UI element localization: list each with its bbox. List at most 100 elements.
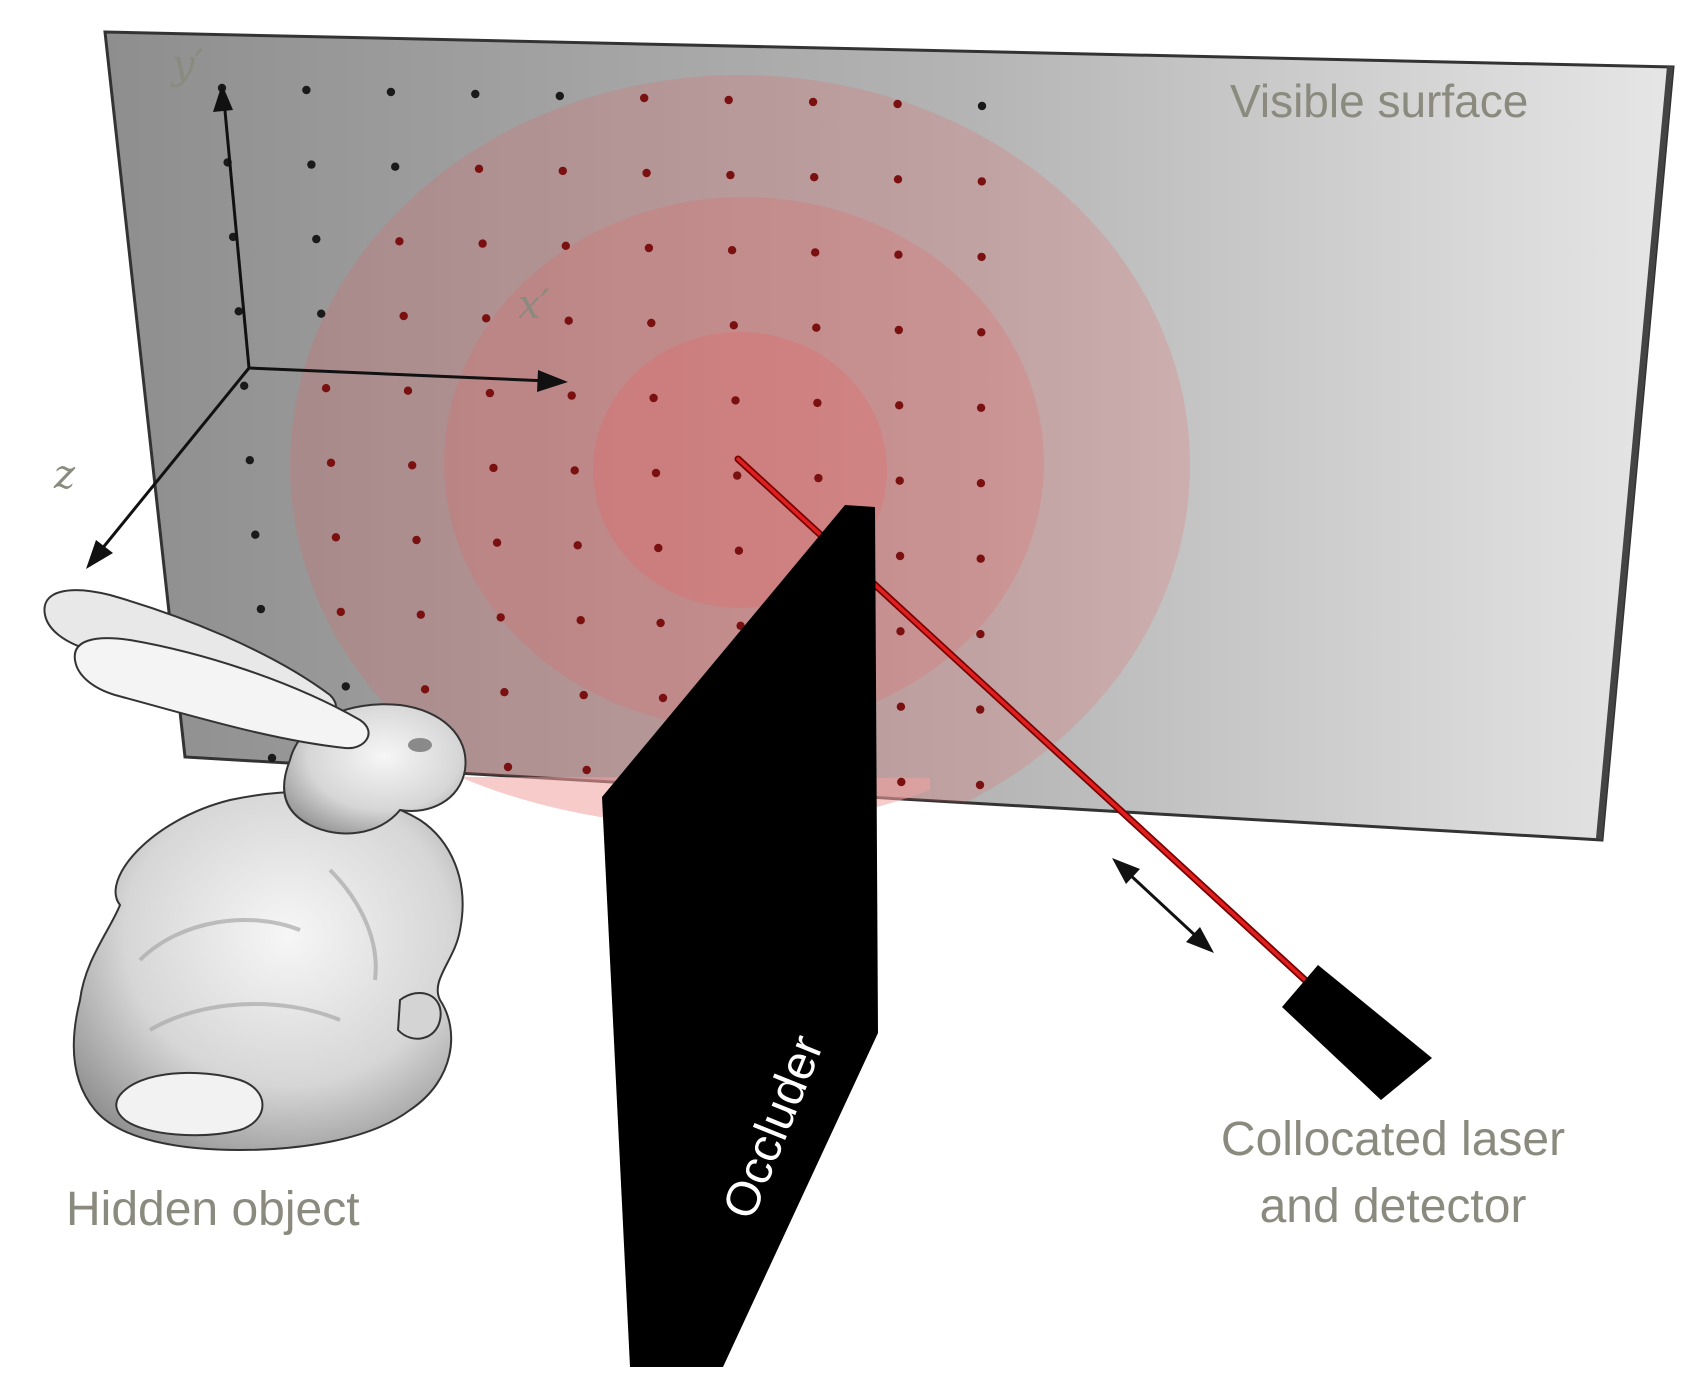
y-axis: [222, 99, 251, 369]
scan-point: [893, 99, 902, 109]
bunny-eye: [408, 738, 432, 752]
bunny-foot: [115, 1071, 264, 1137]
bunny-ear-front: [73, 637, 370, 750]
scan-point: [810, 173, 819, 182]
hidden-object-label: Hidden object: [66, 1183, 360, 1236]
scan-point: [326, 458, 336, 467]
x-axis-arrowhead: [537, 370, 568, 392]
scan-point: [656, 618, 665, 628]
scan-point: [267, 753, 277, 763]
scan-point: [482, 314, 491, 323]
scan-point: [391, 162, 400, 171]
scan-point: [895, 401, 904, 410]
scan-point: [579, 690, 588, 700]
scan-point: [331, 533, 341, 542]
z-axis-arrowhead: [86, 540, 113, 569]
x-axis-label: x′: [518, 282, 550, 328]
scan-point: [302, 85, 311, 95]
wall-right-edge: [1596, 66, 1673, 840]
scan-point: [726, 170, 735, 180]
scan-point: [256, 604, 266, 614]
scan-point: [496, 613, 505, 622]
round-trip-arrow: [1112, 858, 1214, 953]
scan-point: [478, 239, 487, 248]
scan-point: [896, 627, 905, 636]
scan-point: [733, 471, 742, 480]
scan-point: [658, 693, 668, 703]
scan-point: [321, 384, 331, 393]
scan-point: [647, 318, 656, 328]
scan-point: [896, 702, 906, 711]
scan-point: [640, 93, 649, 103]
hidden-object-bunny: [43, 589, 467, 1152]
z-axis: [95, 367, 251, 556]
laser-detector-label-line1: Collocated laser: [1221, 1113, 1565, 1166]
scan-point: [412, 535, 421, 545]
scan-point: [975, 780, 985, 790]
scan-point: [651, 468, 661, 478]
scan-point: [403, 386, 413, 395]
scan-point: [727, 246, 737, 255]
scan-point: [492, 538, 502, 547]
scan-point: [245, 456, 254, 465]
visible-surface-label: Visible surface: [1230, 75, 1528, 127]
y-axis-arrowhead: [213, 84, 233, 112]
scan-point: [895, 476, 904, 485]
x-axis: [248, 366, 549, 383]
scan-point: [894, 250, 903, 259]
z-axis-label: z: [53, 452, 76, 498]
laser-detector-box: [1282, 965, 1432, 1100]
scan-point: [558, 166, 567, 176]
scan-point: [485, 388, 495, 398]
scan-point: [251, 530, 260, 539]
scan-point: [976, 479, 986, 488]
scan-point: [808, 97, 818, 107]
scan-point: [893, 175, 903, 184]
scan-point: [386, 87, 396, 97]
scan-point: [976, 705, 985, 714]
scan-point: [734, 546, 744, 555]
laser-detector: [1282, 965, 1432, 1100]
scan-point: [812, 323, 821, 332]
scan-point: [644, 243, 654, 253]
occluder-panel: [602, 505, 878, 1367]
scan-point: [474, 164, 484, 173]
scan-point: [471, 89, 480, 99]
scan-point: [420, 685, 430, 694]
scan-point: [813, 398, 822, 408]
bunny-shading: [138, 868, 378, 1032]
scan-point: [234, 307, 243, 316]
scan-point: [977, 177, 986, 186]
scan-point: [894, 325, 903, 335]
scan-point: [977, 101, 987, 111]
scan-point: [564, 316, 573, 325]
scan-point: [503, 762, 513, 772]
scan-point: [416, 610, 425, 619]
scan-point: [976, 403, 986, 412]
scan-point: [240, 381, 249, 390]
scan-point: [576, 616, 585, 625]
scan-point: [642, 168, 651, 178]
bunny-tail: [396, 991, 442, 1040]
scan-point: [312, 234, 321, 244]
scan-point: [561, 241, 570, 250]
scan-point: [649, 393, 658, 403]
scan-point: [395, 237, 404, 246]
scan-point: [976, 554, 985, 563]
scan-point: [729, 321, 738, 330]
scan-point: [731, 396, 740, 405]
scan-point: [570, 466, 579, 475]
scan-point: [408, 461, 417, 470]
scan-point: [654, 543, 663, 553]
y-axis-label: y′: [170, 42, 204, 88]
scan-point: [336, 607, 345, 617]
scan-point: [977, 252, 986, 262]
scan-point: [341, 682, 350, 691]
scan-point: [724, 95, 733, 105]
scan-point: [895, 551, 905, 561]
scan-point: [977, 328, 986, 337]
scan-point: [399, 311, 408, 321]
wavefront-inner: [593, 332, 887, 608]
scan-point: [567, 391, 576, 400]
